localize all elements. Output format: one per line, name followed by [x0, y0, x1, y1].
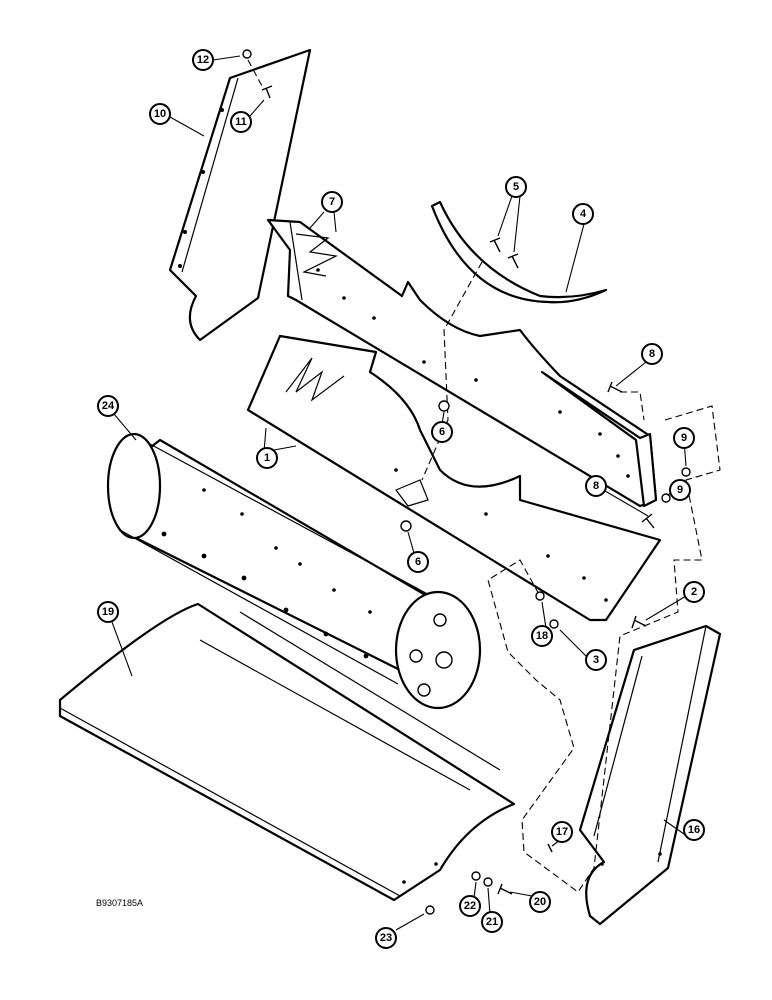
part-24-drum [106, 432, 482, 710]
part-8-bolt-upper [607, 381, 623, 393]
callout-8-upper: 8 [641, 343, 663, 365]
part-6-nut-lower [400, 520, 412, 532]
callout-5: 5 [505, 176, 527, 198]
part-2-bolt [631, 615, 647, 629]
callout-22: 22 [459, 895, 481, 917]
part-7-back-plate [266, 218, 658, 508]
svg-text:5: 5 [513, 181, 519, 193]
svg-text:3: 3 [593, 654, 599, 666]
svg-text:20: 20 [534, 896, 546, 908]
part-11-bolt [261, 85, 273, 99]
part-17-bolt [547, 843, 553, 853]
part-3-washer [549, 619, 559, 629]
svg-text:9: 9 [681, 432, 687, 444]
part-21-washer [483, 877, 493, 887]
svg-text:2: 2 [691, 586, 697, 598]
figure-reference-code: B9307185A [96, 898, 143, 908]
callout-10: 10 [149, 103, 171, 125]
part-5-bolts [489, 237, 519, 269]
callout-3: 3 [585, 649, 607, 671]
svg-text:24: 24 [102, 400, 115, 412]
svg-text:22: 22 [464, 900, 476, 912]
callout-11: 11 [230, 111, 252, 133]
callout-6-upper: 6 [431, 421, 453, 443]
part-20-bolt [497, 883, 513, 895]
callout-2: 2 [683, 581, 705, 603]
svg-text:10: 10 [154, 108, 166, 120]
callout-18: 18 [531, 625, 553, 647]
callout-19: 19 [97, 601, 119, 623]
svg-text:6: 6 [439, 426, 445, 438]
callout-16: 16 [683, 819, 705, 841]
svg-text:19: 19 [102, 606, 114, 618]
svg-text:6: 6 [415, 556, 421, 568]
svg-text:11: 11 [235, 116, 247, 128]
part-18-nut [535, 591, 545, 601]
hardware-guide-lines [421, 261, 721, 893]
svg-text:1: 1 [264, 452, 270, 464]
part-6-nut-upper [438, 400, 450, 412]
callout-23: 23 [375, 927, 397, 949]
part-23-nut [425, 905, 435, 915]
svg-text:8: 8 [649, 348, 655, 360]
part-22-washer [471, 871, 481, 881]
callout-4: 4 [572, 203, 594, 225]
part-1-front-plate [246, 334, 662, 622]
part-8-bolt-lower [641, 513, 655, 529]
callout-9-lower: 9 [669, 479, 691, 501]
svg-text:17: 17 [556, 826, 568, 838]
part-16-side-panel [578, 624, 722, 926]
svg-text:18: 18 [536, 630, 548, 642]
svg-text:23: 23 [380, 932, 392, 944]
callout-21: 21 [481, 911, 503, 933]
svg-text:12: 12 [197, 54, 209, 66]
callout-1: 1 [256, 447, 278, 469]
svg-text:8: 8 [593, 480, 599, 492]
part-12-nut [242, 49, 252, 59]
svg-text:4: 4 [580, 208, 587, 220]
svg-text:21: 21 [486, 916, 498, 928]
part-19-lower-pan [58, 602, 516, 902]
part-10-side-panel [168, 48, 312, 342]
callout-8-lower: 8 [585, 475, 607, 497]
callout-20: 20 [529, 891, 551, 913]
callout-12: 12 [192, 49, 214, 71]
callout-7: 7 [321, 191, 343, 213]
part-9-nut-upper [681, 467, 691, 477]
svg-text:9: 9 [677, 484, 683, 496]
svg-text:16: 16 [688, 824, 700, 836]
part-4-curved-strip [430, 200, 608, 304]
svg-text:7: 7 [329, 196, 335, 208]
callout-6-lower: 6 [407, 551, 429, 573]
callout-9-upper: 9 [673, 427, 695, 449]
callout-24: 24 [97, 395, 119, 417]
callout-17: 17 [551, 821, 573, 843]
